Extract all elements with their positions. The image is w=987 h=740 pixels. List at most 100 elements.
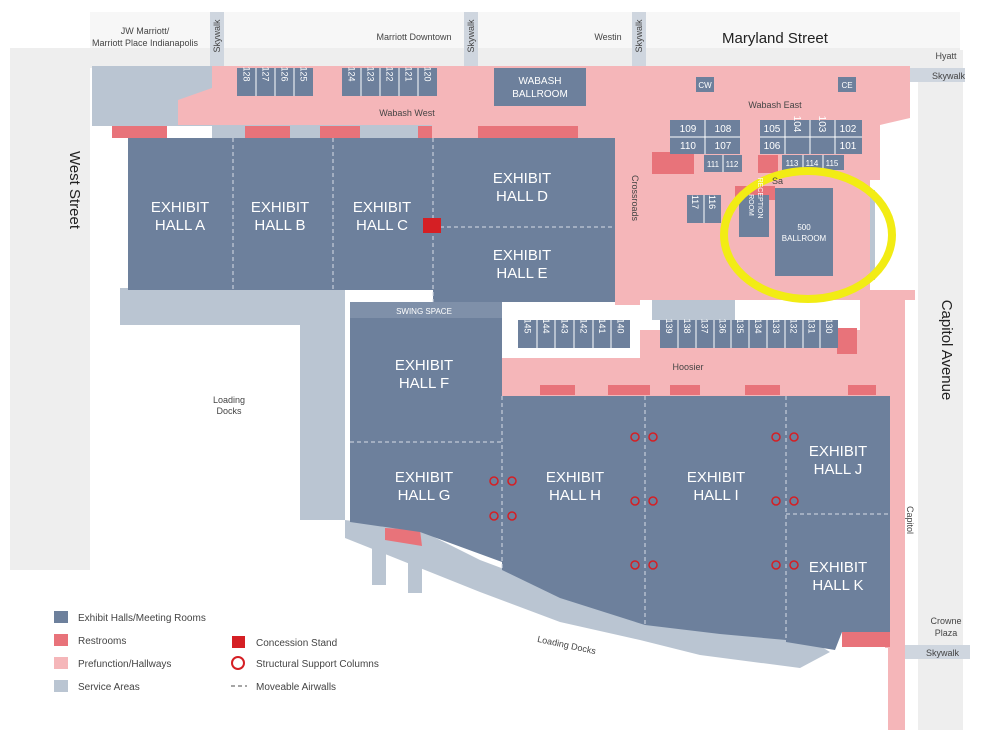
- hall-j-2: HALL J: [814, 461, 863, 478]
- room-number: 136: [717, 318, 727, 333]
- hotel-crowne-2: Plaza: [935, 628, 958, 638]
- legend-prefunction: Prefunction/Hallways: [78, 659, 171, 670]
- room-ce: [838, 77, 856, 92]
- room-number: 128: [242, 66, 252, 81]
- hall-e: [433, 227, 615, 302]
- room-number: 120: [423, 66, 433, 81]
- moveable-airwalls: [232, 138, 890, 640]
- hall-f-1: EXHIBIT: [395, 357, 453, 374]
- room-number: 115: [826, 159, 839, 168]
- structural-columns: [489, 432, 799, 570]
- area-wabash-east: Wabash East: [748, 100, 802, 110]
- legend-swatch-columns: [231, 656, 245, 670]
- street-capitol: Capitol: [905, 506, 915, 534]
- hotel-jw-1: JW Marriott/: [121, 26, 170, 36]
- hall-g-1: EXHIBIT: [395, 469, 453, 486]
- area-crossroads: Crossroads: [630, 175, 640, 222]
- restroom-6: [652, 152, 694, 174]
- ballroom-500-2: BALLROOM: [782, 234, 827, 243]
- hotel-hyatt: Hyatt: [935, 51, 957, 61]
- room-number: 127: [261, 66, 271, 81]
- area-wabash-west: Wabash West: [379, 108, 435, 118]
- roads: [10, 12, 963, 730]
- restroom-3: [320, 126, 360, 138]
- room-number: 139: [664, 318, 674, 333]
- concession-stand: [423, 218, 441, 233]
- reception-room: [739, 195, 769, 237]
- room-number: 106: [764, 141, 781, 152]
- restroom-9: [837, 328, 857, 354]
- hall-c-1: EXHIBIT: [353, 199, 411, 216]
- hall-i-1: EXHIBIT: [687, 469, 745, 486]
- service-dock-1: [372, 540, 386, 585]
- room-number: 140: [616, 318, 626, 333]
- hall-h: [502, 396, 645, 625]
- hall-b: [233, 138, 333, 290]
- restroom-5: [478, 126, 578, 138]
- hall-k-1: EXHIBIT: [809, 559, 867, 576]
- hall-a-2: HALL A: [155, 217, 205, 234]
- legend-concession: Concession Stand: [256, 638, 337, 649]
- room-number: 133: [771, 318, 781, 333]
- room-number: 138: [682, 318, 692, 333]
- hotel-crowne-1: Crowne: [930, 616, 961, 626]
- road-north-strip: [90, 12, 960, 48]
- restroom-12: [670, 385, 700, 395]
- restrooms: [112, 126, 890, 647]
- room-number: 113: [786, 159, 799, 168]
- room-number: 132: [789, 318, 799, 333]
- hall-g: [350, 442, 502, 562]
- room-number: 137: [700, 318, 710, 333]
- restroom-1: [112, 126, 167, 138]
- legend-exhibit: Exhibit Halls/Meeting Rooms: [78, 613, 206, 624]
- room-number: 114: [806, 159, 819, 168]
- hall-b-2: HALL B: [254, 217, 305, 234]
- skywalk-label-hyatt: Skywalk: [932, 71, 966, 81]
- room-number: 103: [816, 116, 827, 133]
- room-number: 104: [791, 116, 802, 133]
- area-loading-docks-south: Loading Docks: [536, 634, 597, 656]
- reception-1: RECEPTION: [756, 178, 763, 219]
- rooms-113-115: [782, 155, 844, 170]
- legend-swatch-exhibit: [54, 611, 68, 623]
- rooms-120-124: [342, 68, 437, 96]
- skywalks: Skywalk Skywalk Skywalk Skywalk Skywalk: [210, 12, 970, 659]
- restroom-14: [848, 385, 876, 395]
- room-number: 121: [404, 66, 414, 81]
- hall-i-2: HALL I: [693, 487, 738, 504]
- room-number: 111: [707, 160, 720, 169]
- hall-k: [786, 514, 890, 650]
- skywalk-label-crowne: Skywalk: [926, 648, 960, 658]
- room-number: 135: [735, 318, 745, 333]
- hotel-marriott: Marriott Downtown: [376, 32, 451, 42]
- room-number: 112: [726, 160, 739, 169]
- area-loading-docks-1: Loading: [213, 395, 245, 405]
- hall-f: [350, 318, 502, 442]
- room-number: 143: [560, 318, 570, 333]
- room-number: 110: [680, 141, 696, 152]
- exhibit-halls: [128, 138, 890, 650]
- hall-e-1: EXHIBIT: [493, 247, 551, 264]
- wabash-ballroom-2: BALLROOM: [512, 89, 568, 100]
- room-number: 141: [597, 318, 607, 333]
- room-number: 130: [824, 318, 834, 333]
- street-maryland: Maryland Street: [722, 30, 829, 47]
- hall-d-2: HALL D: [496, 188, 548, 205]
- service-west-band: [120, 288, 345, 520]
- restroom-2: [245, 126, 290, 138]
- skywalk-jw: [210, 12, 224, 70]
- legend-restroom: Restrooms: [78, 636, 126, 647]
- restroom-7: [758, 155, 778, 173]
- wabash-ballroom-1: WABASH: [519, 76, 562, 87]
- room-number: 116: [707, 195, 717, 209]
- hall-k-2: HALL K: [812, 577, 863, 594]
- reception-2: ROOM: [747, 194, 754, 216]
- room-number: 105: [764, 124, 781, 135]
- road-capitol: [918, 50, 963, 730]
- room-number: 122: [385, 66, 395, 81]
- hall-a-1: EXHIBIT: [151, 199, 209, 216]
- swing-space-area: [350, 302, 502, 318]
- skywalk-hyatt: [905, 68, 965, 82]
